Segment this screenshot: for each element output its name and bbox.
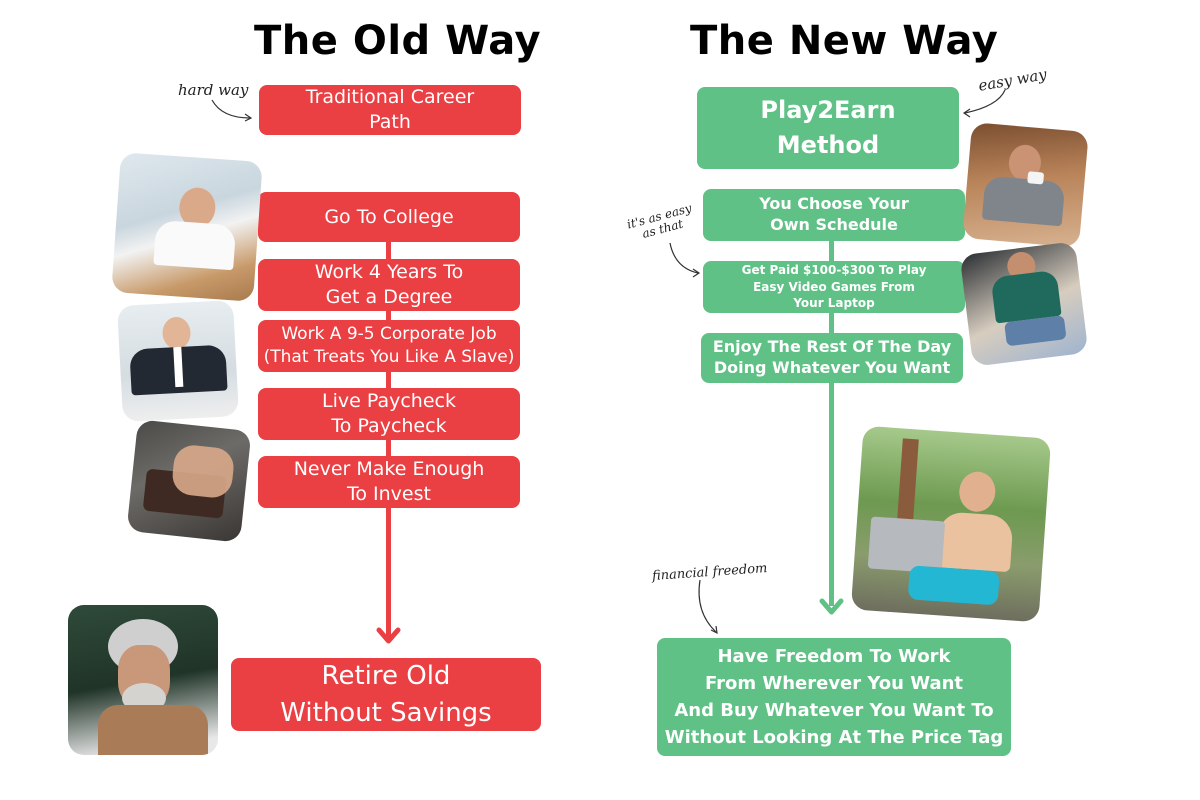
- stressed-student-photo: [111, 152, 263, 302]
- old-way-title: The Old Way: [254, 18, 542, 64]
- old-start-box: Traditional Career Path: [259, 85, 521, 135]
- new-outcome-box: Have Freedom To Work From Wherever You W…: [657, 638, 1011, 756]
- hard-way-arrow: [211, 99, 251, 119]
- old-connector: [386, 240, 391, 640]
- easy-as-that-annotation: it's as easy as that: [625, 200, 694, 242]
- new-step-box: Get Paid $100-$300 To Play Easy Video Ga…: [703, 261, 965, 313]
- new-start-box: Play2Earn Method: [697, 87, 959, 169]
- new-connector: [829, 236, 834, 606]
- new-step-box: You Choose Your Own Schedule: [703, 189, 965, 241]
- old-step-box: Live Paycheck To Paycheck: [258, 388, 520, 440]
- hard-way-annotation: hard way: [178, 81, 249, 99]
- old-step-box: Work A 9-5 Corporate Job (That Treats Yo…: [258, 320, 520, 372]
- old-step-box: Go To College: [258, 192, 520, 242]
- old-step-box: Never Make Enough To Invest: [258, 456, 520, 508]
- angry-office-worker-photo: [117, 300, 239, 422]
- old-step-box: Work 4 Years To Get a Degree: [258, 259, 520, 311]
- easy-as-that-arrow: [669, 242, 699, 274]
- financial-freedom-annotation: financial freedom: [651, 560, 768, 585]
- new-step-box: Enjoy The Rest Of The Day Doing Whatever…: [701, 333, 963, 383]
- financial-freedom-arrow: [698, 579, 717, 633]
- old-outcome-box: Retire Old Without Savings: [231, 658, 541, 731]
- man-relaxing-with-laptop-photo: [850, 425, 1052, 623]
- man-playing-video-games-photo: [959, 241, 1089, 367]
- easy-way-annotation: easy way: [976, 65, 1049, 95]
- new-way-title: The New Way: [690, 18, 999, 64]
- man-drinking-coffee-photo: [962, 122, 1089, 248]
- empty-wallet-photo: [126, 419, 252, 543]
- sad-old-man-photo: [68, 605, 218, 755]
